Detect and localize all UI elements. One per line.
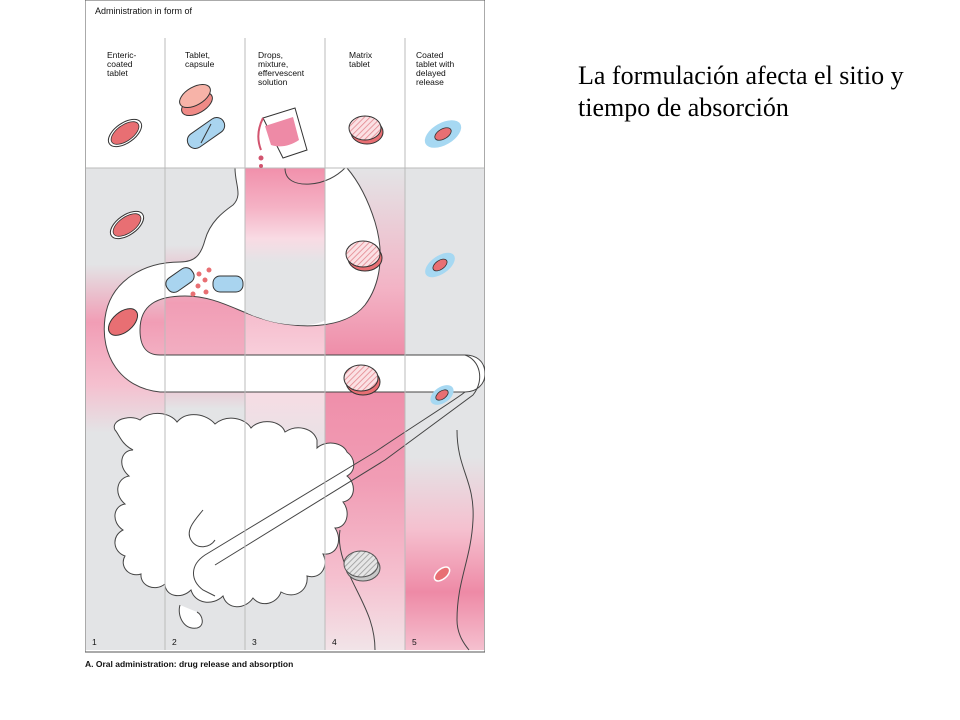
matrix-tablet-icon (348, 115, 384, 145)
svg-text:Coated tablet with: Coated tablet with delayed release (416, 50, 457, 87)
col4-label-line: Matrix (349, 50, 373, 60)
col5-label-line: delayed (416, 68, 446, 78)
enteric-tablet-released-icon (107, 308, 139, 336)
col1-label-line: coated (107, 59, 133, 69)
column-labels: Enteric- coated tablet Tablet, capsule D… (107, 50, 457, 87)
col3-label-line: Drops, (258, 50, 283, 60)
enteric-coated-tablet-stomach-icon (109, 210, 145, 240)
capsule-icon (186, 117, 226, 149)
col5-label-line: tablet with (416, 59, 455, 69)
svg-text:2: 2 (172, 637, 177, 647)
matrix-tablet-empty-icon (343, 550, 381, 582)
col2-label-line: capsule (185, 59, 215, 69)
col1-label-line: tablet (107, 68, 128, 78)
svg-text:5: 5 (412, 637, 417, 647)
svg-text:1: 1 (92, 637, 97, 647)
svg-text:Matrix tablet: Matrix tablet (349, 50, 375, 69)
cup-icon (257, 107, 308, 168)
intestine-outline (113, 413, 355, 608)
col3-label-line: effervescent (258, 68, 305, 78)
oral-administration-diagram: Administration in form of Enteric- coate… (85, 0, 485, 669)
coated-delayed-tablet-stomach-icon (425, 252, 455, 278)
column-numbers: 1 2 3 4 5 (92, 637, 417, 647)
col3-label-line: mixture, (258, 59, 288, 69)
enteric-coated-tablet-icon (107, 118, 143, 148)
coated-delayed-tablet-intestine-icon (430, 385, 454, 405)
tablet-icon (179, 83, 213, 117)
figure-caption: A. Oral administration: drug release and… (85, 659, 293, 669)
col3-label-line: solution (258, 77, 288, 87)
matrix-tablet-stomach-icon (345, 240, 383, 272)
capsule-opening-icon (165, 267, 244, 297)
svg-text:Enteric- coated ta: Enteric- coated tablet (107, 50, 139, 78)
col4-label-line: tablet (349, 59, 370, 69)
svg-text:Tablet, capsule: Tablet, capsule (185, 50, 215, 69)
col1-label-line: Enteric- (107, 50, 136, 60)
svg-text:Drops, mixture, ef: Drops, mixture, effervescent solution (258, 50, 307, 87)
svg-text:4: 4 (332, 637, 337, 647)
col2-label-line: Tablet, (185, 50, 210, 60)
header-title: Administration in form of (95, 6, 193, 16)
svg-text:3: 3 (252, 637, 257, 647)
col5-label-line: release (416, 77, 444, 87)
colon-outline (456, 429, 474, 651)
col5-label-line: Coated (416, 50, 444, 60)
coated-delayed-tablet-colon-icon (433, 566, 451, 582)
matrix-tablet-intestine-icon (343, 364, 381, 396)
slide-caption-text: La formulación afecta el sitio y tiempo … (578, 61, 904, 122)
coated-delayed-tablet-icon (424, 120, 462, 148)
